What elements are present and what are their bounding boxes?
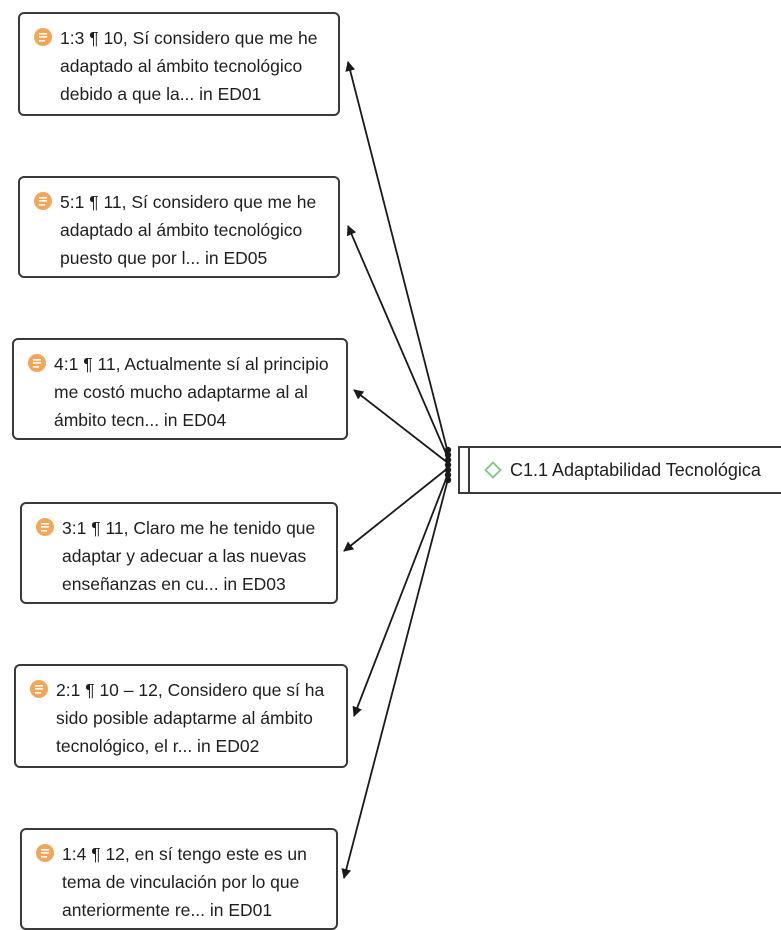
connection-port <box>444 471 452 479</box>
code-node-content: C1.1 Adaptabilidad Tecnológica <box>470 460 761 481</box>
connection-port <box>444 461 452 469</box>
link-line <box>346 225 449 459</box>
quotation-text: 3:1 ¶ 11, Claro me he tenido que adaptar… <box>62 518 316 594</box>
document-quote-icon <box>34 192 52 210</box>
quotation-text: 2:1 ¶ 10 – 12, Considero que sí ha sido … <box>56 680 325 756</box>
link-line <box>341 478 449 879</box>
code-node[interactable]: C1.1 Adaptabilidad Tecnológica <box>458 446 781 494</box>
quotation-text: 5:1 ¶ 11, Sí considero que me he adaptad… <box>60 192 317 268</box>
quotation-text: 1:3 ¶ 10, Sí considero que me he adaptad… <box>60 28 318 104</box>
quotation-box-1[interactable]: 1:3 ¶ 10, Sí considero que me he adaptad… <box>18 12 340 116</box>
link-line <box>352 473 449 717</box>
connection-port <box>444 446 452 454</box>
quotation-box-4[interactable]: 3:1 ¶ 11, Claro me he tenido que adaptar… <box>20 502 338 604</box>
link-line <box>345 61 449 454</box>
code-label: C1.1 Adaptabilidad Tecnológica <box>510 459 761 480</box>
connection-port <box>444 451 452 459</box>
code-node-handle <box>460 448 470 492</box>
quotation-box-3[interactable]: 4:1 ¶ 11, Actualmente sí al principio me… <box>12 338 348 440</box>
connection-port <box>444 466 452 474</box>
connection-port <box>444 456 452 464</box>
connection-ports <box>444 446 452 484</box>
quotation-box-6[interactable]: 1:4 ¶ 12, en sí tengo este es un tema de… <box>20 828 338 930</box>
quotation-box-5[interactable]: 2:1 ¶ 10 – 12, Considero que sí ha sido … <box>14 664 348 768</box>
document-quote-icon <box>30 680 48 698</box>
link-lines <box>341 61 449 879</box>
quotation-box-2[interactable]: 5:1 ¶ 11, Sí considero que me he adaptad… <box>18 176 340 278</box>
document-quote-icon <box>36 844 54 862</box>
link-line <box>353 389 449 464</box>
diamond-code-icon <box>484 461 502 479</box>
link-line <box>343 467 449 552</box>
connection-port <box>444 476 452 484</box>
quotation-text: 1:4 ¶ 12, en sí tengo este es un tema de… <box>62 844 307 920</box>
document-quote-icon <box>36 518 54 536</box>
document-quote-icon <box>28 354 46 372</box>
quotation-text: 4:1 ¶ 11, Actualmente sí al principio me… <box>54 354 329 430</box>
document-quote-icon <box>34 28 52 46</box>
